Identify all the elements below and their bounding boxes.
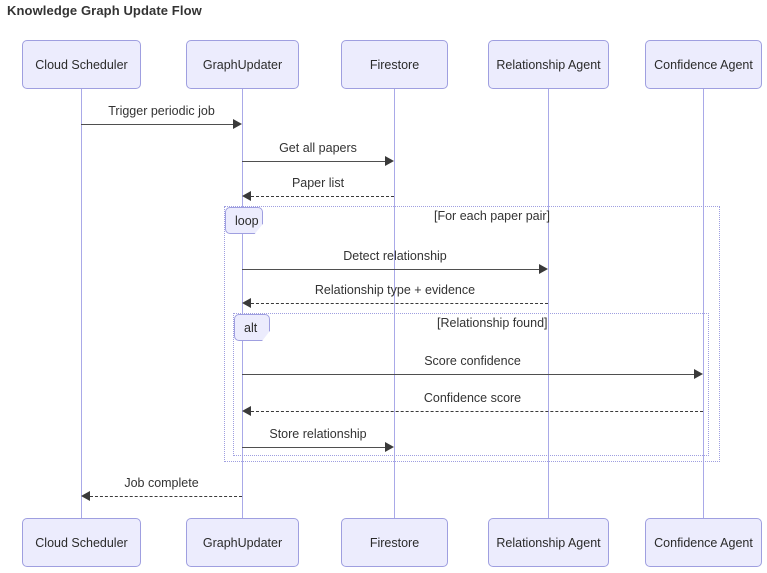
message-label-trigger-periodic-job: Trigger periodic job <box>108 104 215 118</box>
lifeline-cloud-scheduler <box>81 88 82 518</box>
participant-label: GraphUpdater <box>202 535 283 550</box>
arrow-head-right-icon <box>233 119 242 129</box>
message-line-relationship-type-evidence <box>251 303 548 304</box>
loop-fragment <box>224 206 720 462</box>
arrow-head-left-icon <box>242 406 251 416</box>
message-line-store-relationship <box>242 447 385 448</box>
participant-label: Cloud Scheduler <box>35 535 128 550</box>
arrow-head-left-icon <box>81 491 90 501</box>
alt-fragment-condition: [Relationship found] <box>437 316 548 330</box>
message-label-score-confidence: Score confidence <box>424 354 521 368</box>
participant-label: Cloud Scheduler <box>35 57 128 72</box>
message-line-score-confidence <box>242 374 694 375</box>
alt-fragment-keyword: alt <box>244 320 258 335</box>
message-line-detect-relationship <box>242 269 539 270</box>
participant-label: Firestore <box>369 535 420 550</box>
participant-label: Confidence Agent <box>654 535 753 550</box>
participant-bottom-confidence-agent[interactable]: Confidence Agent <box>645 518 762 567</box>
arrow-head-right-icon <box>385 442 394 452</box>
alt-fragment <box>233 313 709 456</box>
message-label-relationship-type-evidence: Relationship type + evidence <box>314 283 476 297</box>
message-line-confidence-score <box>251 411 703 412</box>
participant-bottom-graph-updater[interactable]: GraphUpdater <box>186 518 299 567</box>
participant-label: Confidence Agent <box>654 57 753 72</box>
message-line-job-complete <box>90 496 242 497</box>
lifeline-relationship-agent <box>548 88 549 518</box>
participant-bottom-firestore[interactable]: Firestore <box>341 518 448 567</box>
message-line-trigger-periodic-job <box>81 124 233 125</box>
arrow-head-left-icon <box>242 191 251 201</box>
participant-bottom-relationship-agent[interactable]: Relationship Agent <box>488 518 609 567</box>
participant-top-relationship-agent[interactable]: Relationship Agent <box>488 40 609 89</box>
arrow-head-right-icon <box>694 369 703 379</box>
message-label-job-complete: Job complete <box>124 476 199 490</box>
message-label-store-relationship: Store relationship <box>269 427 367 441</box>
participant-label: GraphUpdater <box>202 57 283 72</box>
page-title: Knowledge Graph Update Flow <box>7 3 202 18</box>
participant-bottom-cloud-scheduler[interactable]: Cloud Scheduler <box>22 518 141 567</box>
participant-top-graph-updater[interactable]: GraphUpdater <box>186 40 299 89</box>
arrow-head-right-icon <box>539 264 548 274</box>
message-line-get-all-papers <box>242 161 385 162</box>
arrow-head-right-icon <box>385 156 394 166</box>
participant-top-cloud-scheduler[interactable]: Cloud Scheduler <box>22 40 141 89</box>
message-label-paper-list: Paper list <box>291 176 345 190</box>
alt-fragment-tab: alt <box>234 314 270 341</box>
message-label-detect-relationship: Detect relationship <box>343 249 447 263</box>
loop-fragment-condition: [For each paper pair] <box>434 209 551 223</box>
participant-top-confidence-agent[interactable]: Confidence Agent <box>645 40 762 89</box>
arrow-head-left-icon <box>242 298 251 308</box>
message-label-confidence-score: Confidence score <box>423 391 522 405</box>
lifeline-confidence-agent <box>703 88 704 518</box>
participant-top-firestore[interactable]: Firestore <box>341 40 448 89</box>
message-label-get-all-papers: Get all papers <box>279 141 357 155</box>
loop-fragment-tab: loop <box>225 207 263 234</box>
loop-fragment-keyword: loop <box>235 213 259 228</box>
message-line-paper-list <box>251 196 394 197</box>
participant-label: Relationship Agent <box>496 57 601 72</box>
participant-label: Relationship Agent <box>496 535 601 550</box>
participant-label: Firestore <box>369 57 420 72</box>
